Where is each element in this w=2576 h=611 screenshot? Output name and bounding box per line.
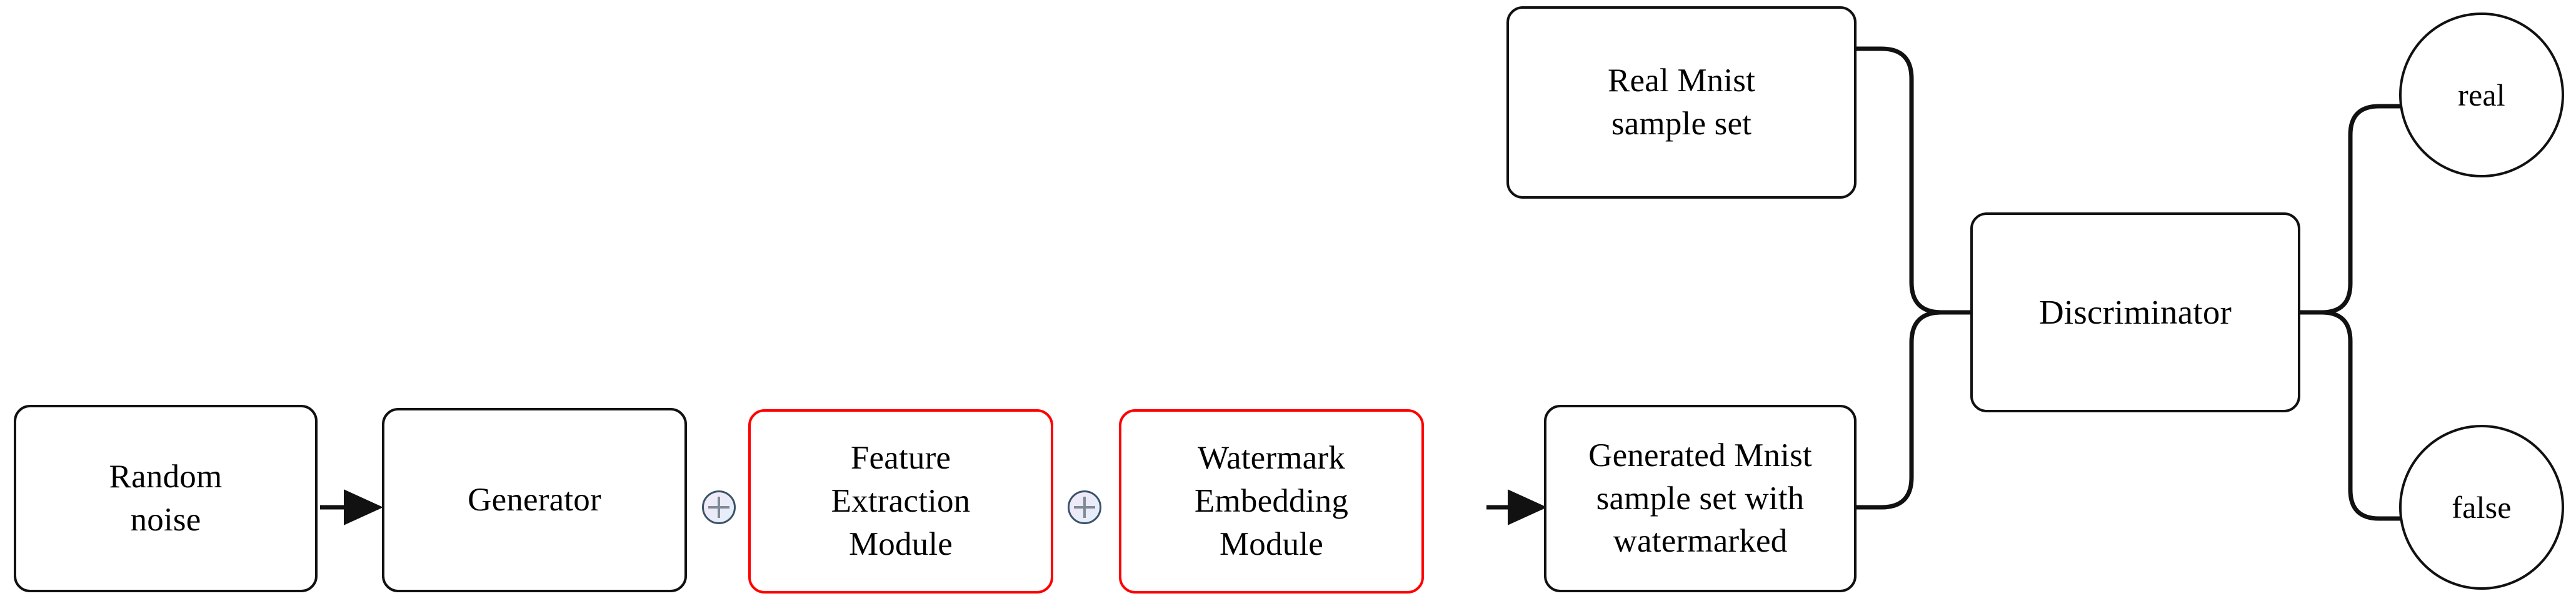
node-real-mnist-label: Real Mnist sample set xyxy=(1607,62,1756,142)
plus-icon-1[interactable] xyxy=(702,490,736,524)
node-generator-label: Generator xyxy=(468,482,601,519)
edge-discriminator-to-real xyxy=(2299,104,2400,315)
edge-real-to-discriminator xyxy=(1855,46,1970,315)
edge-generated-to-discriminator xyxy=(1855,310,1970,510)
node-output-real[interactable]: real xyxy=(2399,12,2564,177)
node-real-mnist[interactable]: Real Mnist sample set xyxy=(1506,6,1857,199)
node-random-noise[interactable]: Random noise xyxy=(14,405,318,592)
node-generator[interactable]: Generator xyxy=(382,408,687,592)
node-generated-mnist[interactable]: Generated Mnist sample set with watermar… xyxy=(1544,405,1857,592)
node-watermark-embedding[interactable]: Watermark Embedding Module xyxy=(1119,409,1424,594)
edge-discriminator-to-false xyxy=(2299,310,2400,521)
node-output-real-label: real xyxy=(2458,77,2505,112)
node-discriminator[interactable]: Discriminator xyxy=(1970,212,2300,412)
node-output-false[interactable]: false xyxy=(2399,425,2564,590)
plus-icon-2[interactable] xyxy=(1068,490,1101,524)
node-feature-extraction[interactable]: Feature Extraction Module xyxy=(748,409,1053,594)
node-generated-mnist-label: Generated Mnist sample set with watermar… xyxy=(1588,437,1812,560)
node-random-noise-label: Random noise xyxy=(109,459,223,538)
node-output-false-label: false xyxy=(2452,489,2512,525)
node-feature-extraction-label: Feature Extraction Module xyxy=(831,440,971,562)
node-watermark-embedding-label: Watermark Embedding Module xyxy=(1194,440,1349,562)
node-discriminator-label: Discriminator xyxy=(2038,293,2232,332)
